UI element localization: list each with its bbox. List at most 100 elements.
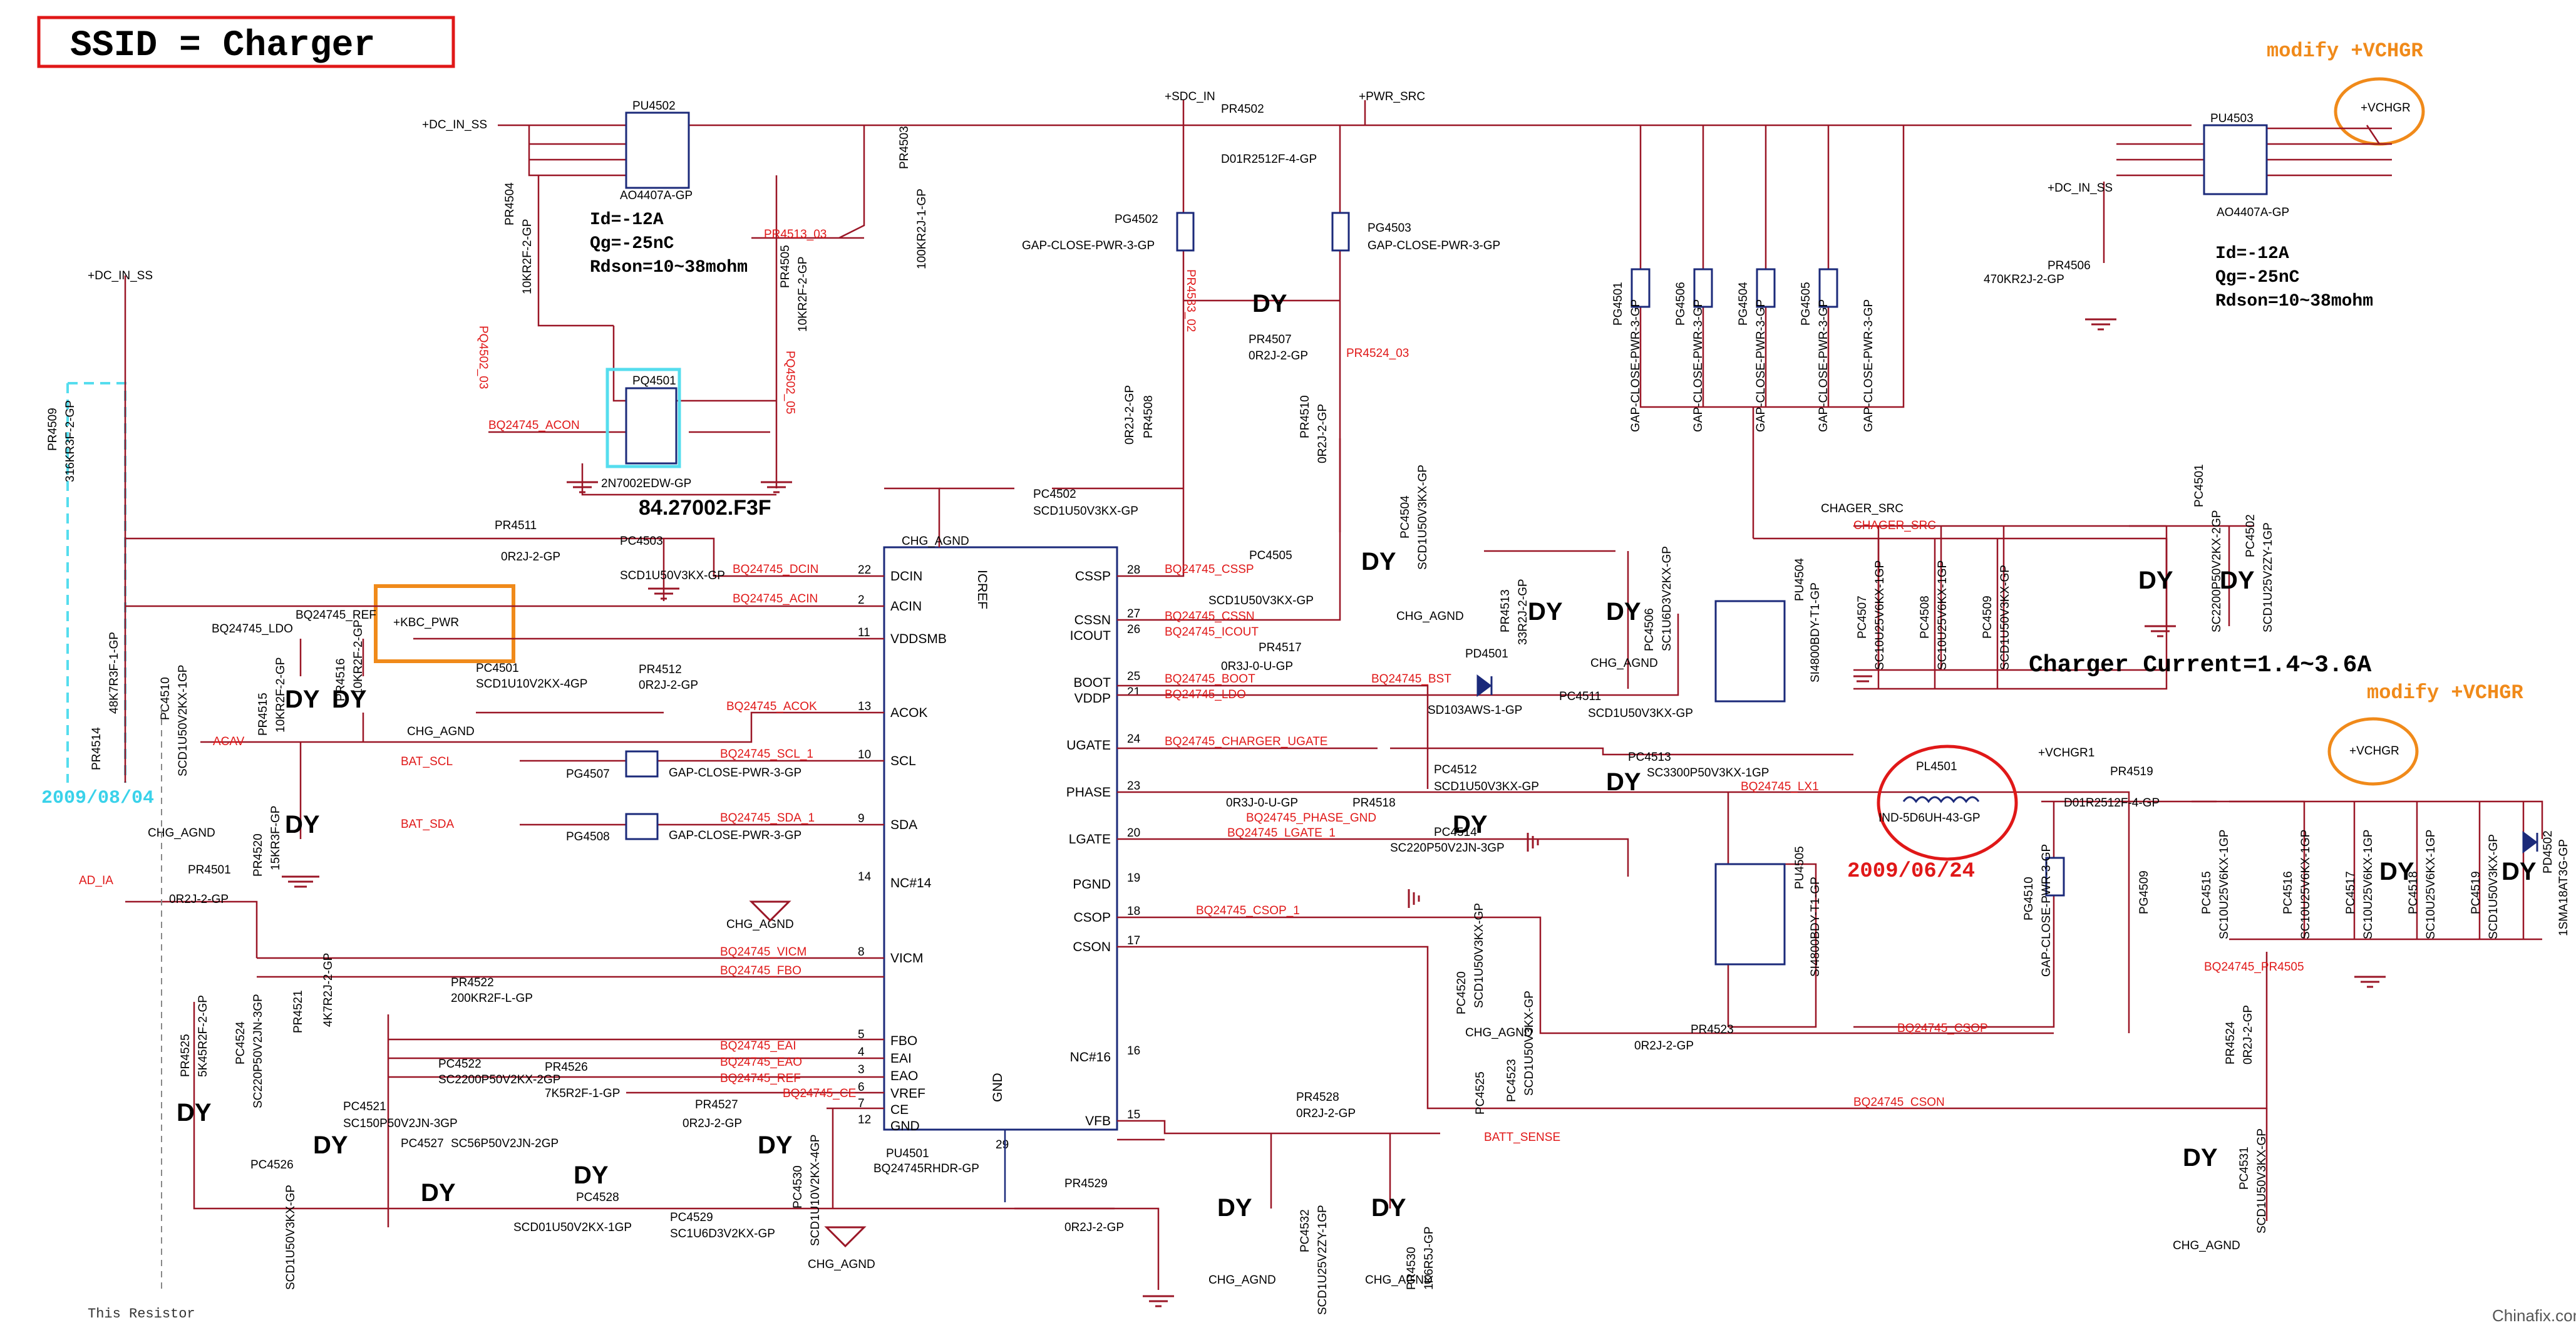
net-chager-src: CHAGER_SRC	[1853, 519, 1936, 532]
pr4520-val: 15KR3F-GP	[269, 806, 282, 870]
chg-agnd-2: CHG_AGND	[1396, 610, 1464, 623]
net-fbo: BQ24745_FBO	[720, 964, 801, 977]
pc4520-val: SCD1U50V3KX-GP	[1473, 903, 1486, 1008]
net-boot: BQ24745_BOOT	[1165, 673, 1255, 686]
dy-marker: DY	[1217, 1194, 1252, 1222]
ic-pin-label: VREF	[890, 1086, 925, 1101]
pc4512-ref: PC4512	[1434, 763, 1477, 776]
pc4535-val: SC2200P50V2KX-2GP	[2210, 510, 2223, 632]
pc4503-val: SCD1U50V3KX-GP	[620, 569, 725, 582]
dy-marker: DY	[313, 1131, 348, 1159]
pc4520-ref: PC4520	[1455, 971, 1468, 1014]
pr4529-ref: PR4529	[1064, 1177, 1108, 1190]
pg4510-val: GAP-CLOSE-PWR-3-GP	[2040, 844, 2053, 977]
dy-marker: DY	[1606, 598, 1641, 626]
ic-pin-gnd-bottom: GND	[991, 1073, 1005, 1102]
ic-pin-label: CE	[890, 1103, 909, 1117]
pr4523-val: 0R2J-2-GP	[1634, 1039, 1694, 1053]
pr4522-ref: PR4522	[451, 976, 494, 989]
part-number-note: 84.27002.F3F	[639, 496, 771, 520]
chager-src-rail: CHAGER_SRC	[1821, 502, 1904, 515]
this-resistor-note: This Resistor	[88, 1306, 195, 1322]
pg4507-box	[625, 750, 659, 778]
pc4519-ref: PC4519	[2470, 871, 2483, 914]
pq4501-highlight	[605, 368, 681, 468]
pr4503-ref: PR4503	[898, 126, 911, 169]
vchgr-rail-top: +VCHGR	[2361, 101, 2411, 115]
pc4502-ref: PC4502	[1033, 488, 1076, 501]
net-phase-gnd: BQ24745_PHASE_GND	[1246, 812, 1376, 825]
net-pq4502-03: PQ4502_03	[477, 326, 490, 389]
dy-marker: DY	[1453, 811, 1488, 838]
mosfet-pu4502	[625, 111, 690, 189]
net-pr4513-03: PR4513_03	[764, 228, 827, 241]
pc4525-ref: PC4525	[1474, 1071, 1487, 1115]
pg4503-box	[1331, 212, 1350, 252]
ic-pin-label: LGATE	[1069, 832, 1111, 847]
pu4504-ref: PU4504	[1793, 558, 1806, 601]
chg-agnd-3: CHG_AGND	[1590, 657, 1658, 670]
pc4530-val: SCD1U10V2KX-4GP	[809, 1135, 822, 1246]
pu4503-ref: PU4503	[2210, 112, 2254, 125]
pg4505-ref: PG4505	[1800, 282, 1813, 326]
mosfet-left-spec-1: Id=-12A	[590, 210, 664, 230]
batt-sense-label: BATT_SENSE	[1484, 1131, 1560, 1144]
pr4517-ref: PR4517	[1259, 641, 1302, 654]
pc4506-ref: PC4506	[1643, 608, 1656, 651]
inductor-pl4501	[1902, 796, 1980, 803]
pc4524-val: SC220P50V2JN-3GP	[252, 994, 265, 1108]
pr4524-val: 0R2J-2-GP	[2242, 1005, 2255, 1064]
net-csop: BQ24745_CSOP	[1897, 1022, 1988, 1035]
pc4514-val: SC220P50V2JN-3GP	[1390, 842, 1505, 855]
pc4517-val: SC10U25V6KX-1GP	[2362, 830, 2375, 939]
pc4501-ref: PC4501	[476, 662, 519, 675]
bq-ref-label: BQ24745_REF	[296, 609, 376, 622]
ic-pin-number: 10	[858, 748, 871, 761]
kbc-pwr-highlight	[374, 584, 515, 663]
chg-agnd-6: CHG_AGND	[407, 725, 475, 738]
pg4508-ref: PG4508	[566, 830, 610, 843]
pr4528-val: 0R2J-2-GP	[1296, 1107, 1356, 1120]
ic-pin-number: 14	[858, 870, 872, 884]
dy-marker: DY	[1606, 768, 1641, 796]
pr4529-val: 0R2J-2-GP	[1064, 1221, 1124, 1234]
pc4515-ref: PC4515	[2200, 871, 2213, 914]
pr4513-ref: PR4513	[1499, 589, 1512, 632]
pg4509-val: GAP-CLOSE-PWR-3-GP	[1862, 299, 1875, 432]
net-vicm: BQ24745_VICM	[720, 946, 806, 959]
vchgr1-rail: +VCHGR1	[2038, 746, 2094, 760]
pc4506-val: SC1U6D3V2KX-GP	[1661, 546, 1674, 651]
net-dcin: BQ24745_DCIN	[733, 563, 818, 576]
ic-pin-label: ACIN	[890, 599, 922, 614]
dy-marker: DY	[177, 1099, 212, 1126]
pu4504-val: SI4800BDY-T1-GP	[1809, 582, 1822, 683]
pg4508-val: GAP-CLOSE-PWR-3-GP	[669, 829, 801, 842]
pc4536-val: SCD1U25V2ZY-1GP	[2262, 522, 2275, 632]
pc4528-ref: PC4528	[576, 1191, 619, 1204]
diode-pd4501	[1476, 674, 1493, 697]
net-ref: BQ24745_REF	[720, 1072, 801, 1085]
pr4502-ref: PR4502	[1221, 103, 1264, 116]
pc4531-val: SCD1U50V3KX-GP	[2255, 1128, 2269, 1234]
chg-agnd-10: CHG_AGND	[1365, 1274, 1433, 1287]
dy-marker: DY	[1361, 548, 1396, 575]
pr4527-ref: PR4527	[695, 1098, 738, 1111]
pg4501-ref: PG4501	[1612, 282, 1625, 326]
pc4512-val: SCD1U50V3KX-GP	[1434, 780, 1539, 793]
ic-pin-number: 4	[858, 1046, 865, 1059]
net-pr4505: BQ24745_PR4505	[2204, 961, 2304, 974]
ic-pin-label: FBO	[890, 1034, 917, 1048]
pr4526-val: 7K5R2F-1-GP	[545, 1087, 620, 1100]
mosfet-pu4504	[1714, 600, 1786, 703]
mosfet-pu4505	[1714, 863, 1786, 966]
ic-pin-label: PGND	[1073, 877, 1111, 892]
dy-marker: DY	[758, 1131, 793, 1159]
pc4519-val: SCD1U50V3KX-GP	[2487, 834, 2500, 939]
sdc-in-rail: +SDC_IN	[1165, 90, 1215, 103]
pr4528-ref: PR4528	[1296, 1091, 1339, 1104]
ic-pin-label: ACOK	[890, 706, 928, 720]
pr4506-ref: PR4506	[2048, 259, 2091, 272]
dy-marker: DY	[2501, 858, 2537, 885]
